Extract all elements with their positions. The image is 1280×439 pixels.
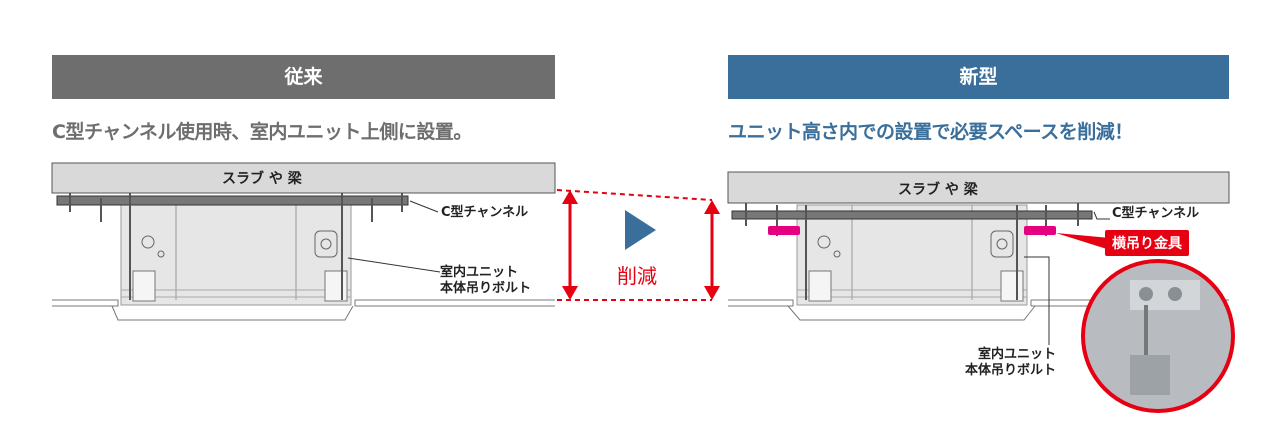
new-channel-label: C型チャンネル: [1112, 206, 1200, 221]
new-c-channel: [731, 210, 1093, 220]
old-subtitle: C型チャンネル使用時、室内ユニット上側に設置。: [52, 121, 472, 143]
new-slab-label: スラブ や 梁: [898, 182, 978, 198]
old-bolt-label-1: 室内ユニット: [440, 265, 519, 280]
new-bolt-label-1: 室内ユニット: [977, 347, 1056, 362]
old-bolts: [69, 193, 403, 300]
bracket-left: [768, 226, 800, 235]
old-bolt-label-2: 本体吊りボルト: [440, 281, 532, 296]
new-indoor-unit: [796, 204, 1028, 306]
old-title: 従来: [52, 55, 555, 99]
arrow-right-icon: [625, 210, 656, 250]
bracket-right: [1024, 226, 1056, 235]
new-slab: [727, 171, 1230, 204]
bracket-label: 横吊り金具: [1105, 230, 1189, 256]
old-c-channel: [56, 195, 409, 206]
old-indoor-unit: [120, 204, 352, 306]
reduction-label: 削減: [617, 264, 657, 288]
old-slab: [51, 162, 556, 194]
height-comparison: [556, 189, 720, 301]
new-title: 新型: [728, 55, 1229, 99]
bracket-photo: [1081, 259, 1235, 413]
old-ceiling: [52, 299, 555, 321]
old-channel-label: C型チャンネル: [441, 205, 529, 220]
old-slab-label: スラブ や 梁: [222, 171, 302, 187]
new-subtitle: ユニット高さ内での設置で必要スペースを削減！: [728, 121, 1133, 143]
new-bolt-label-2: 本体吊りボルト: [964, 363, 1056, 378]
